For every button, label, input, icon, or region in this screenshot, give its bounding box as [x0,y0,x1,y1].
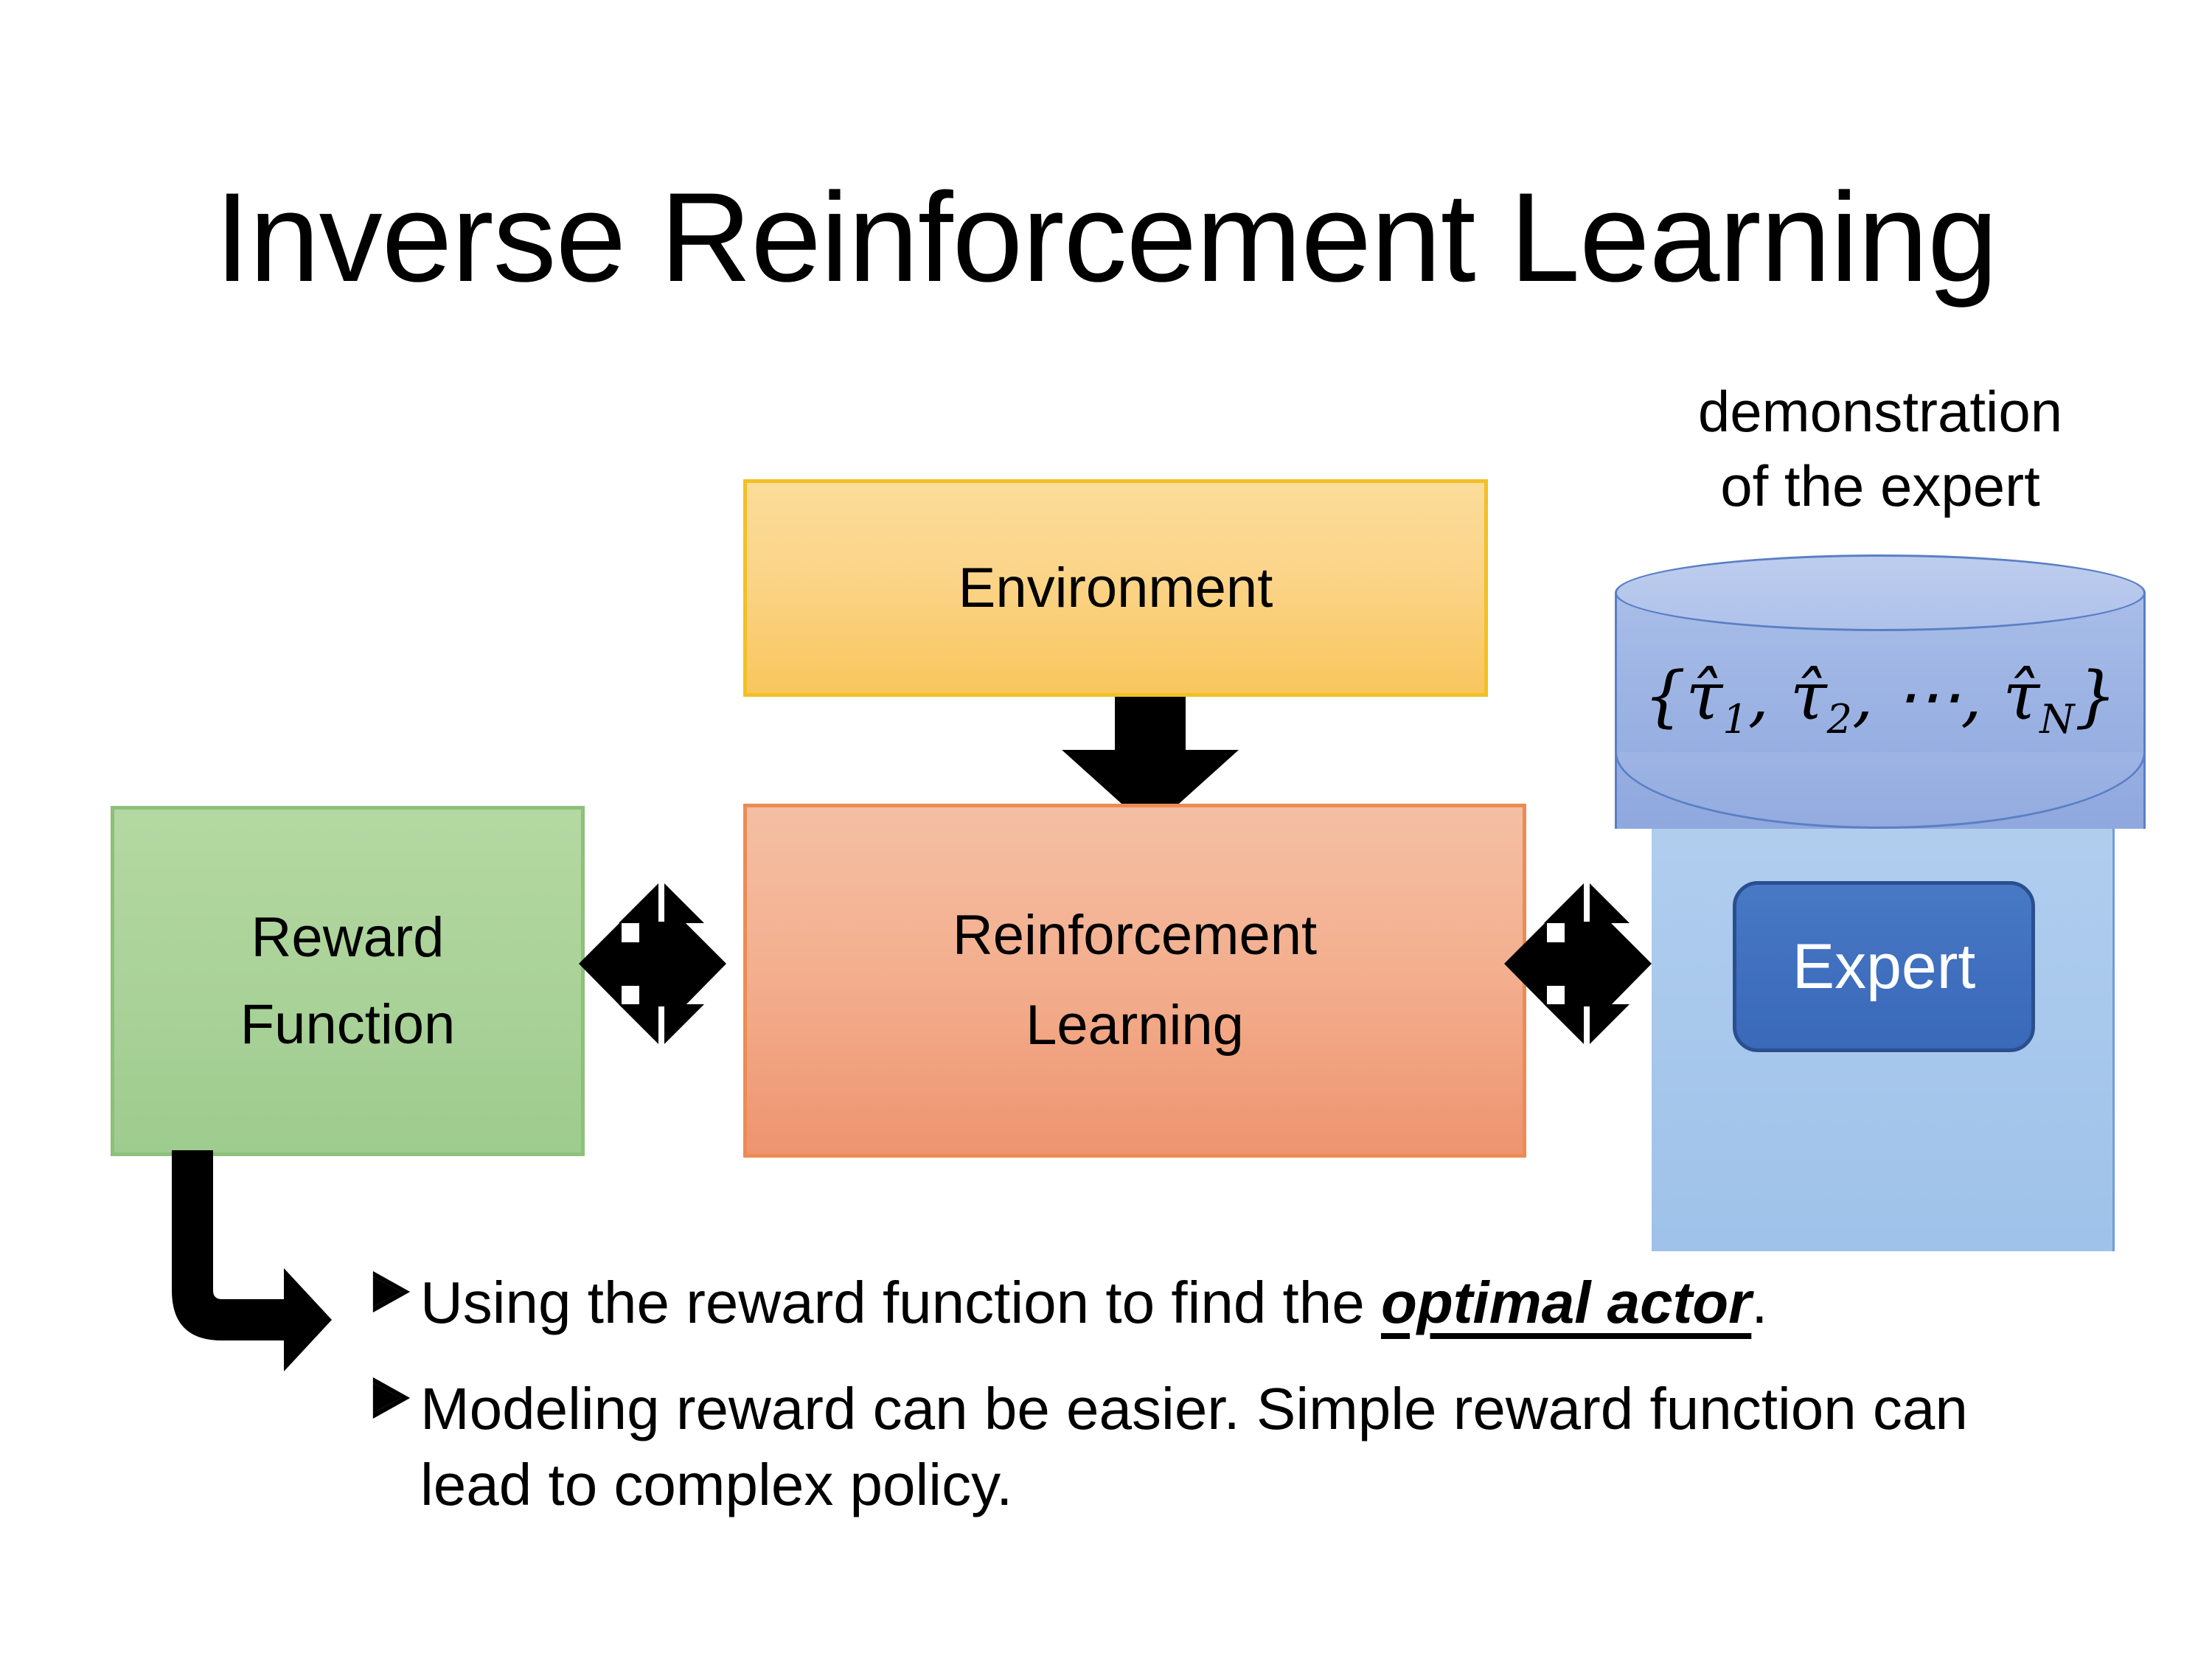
list-item-text: Modeling reward can be easier. Simple re… [420,1371,2088,1523]
bullet-1-text-after: . [1751,1270,1768,1335]
bullet-1-emphasis: optimal actor [1380,1270,1752,1335]
formula-tau-1-subscript: 1 [1722,696,1748,742]
reward-function-box-label: Reward Function [240,905,456,1056]
list-item: Modeling reward can be easier. Simple re… [363,1371,2088,1523]
list-item-text: Using the reward function to find the op… [420,1265,1768,1340]
formula-separator-2: , ⋯, [1852,658,2003,735]
elbow-arrow-reward-to-notes-icon [172,1150,332,1371]
formula-tau-1: τ̂ [1686,658,1723,735]
expert-button-label: Expert [1792,931,1976,1002]
chevron-bullet-icon [372,1270,411,1313]
bullet-list: Using the reward function to find the op… [363,1265,2088,1554]
environment-box[interactable]: Environment [743,479,1488,697]
formula-tau-n-subscript: N [2039,696,2075,742]
formula-open-brace: { [1644,658,1686,735]
reward-function-box[interactable]: Reward Function [111,806,585,1156]
formula-tau-n: τ̂ [2003,658,2040,735]
formula-tau-2: τ̂ [1790,658,1827,735]
page-title: Inverse Reinforcement Learning [215,167,1998,308]
demonstration-cylinder[interactable]: {τ̂1, τ̂2, ⋯, τ̂N} [1615,554,2146,864]
formula-close-brace: } [2074,658,2117,735]
quad-arrow-reward-to-rl-icon [579,877,726,1051]
demonstration-caption: demonstration of the expert [1697,379,2063,519]
bullet-2-text-before: Modeling reward can be easier. Simple re… [420,1376,1968,1517]
environment-box-label: Environment [958,556,1273,619]
formula-tau-2-subscript: 2 [1826,696,1853,742]
bullet-1-text-before: Using the reward function to find the [420,1270,1381,1335]
quad-arrow-rl-to-expert-icon [1504,877,1652,1051]
reinforcement-learning-box-label: Reinforcement Learning [952,904,1318,1057]
chevron-bullet-icon [372,1377,411,1419]
expert-button[interactable]: Expert [1733,881,2035,1052]
list-item: Using the reward function to find the op… [363,1265,2088,1340]
trajectory-set-formula: {τ̂1, τ̂2, ⋯, τ̂N} [1615,658,2146,742]
formula-separator-1: , [1747,658,1790,735]
arrow-environment-to-rl-icon [1062,697,1239,830]
reinforcement-learning-box[interactable]: Reinforcement Learning [743,804,1526,1158]
cylinder-top-cap [1615,554,2146,631]
